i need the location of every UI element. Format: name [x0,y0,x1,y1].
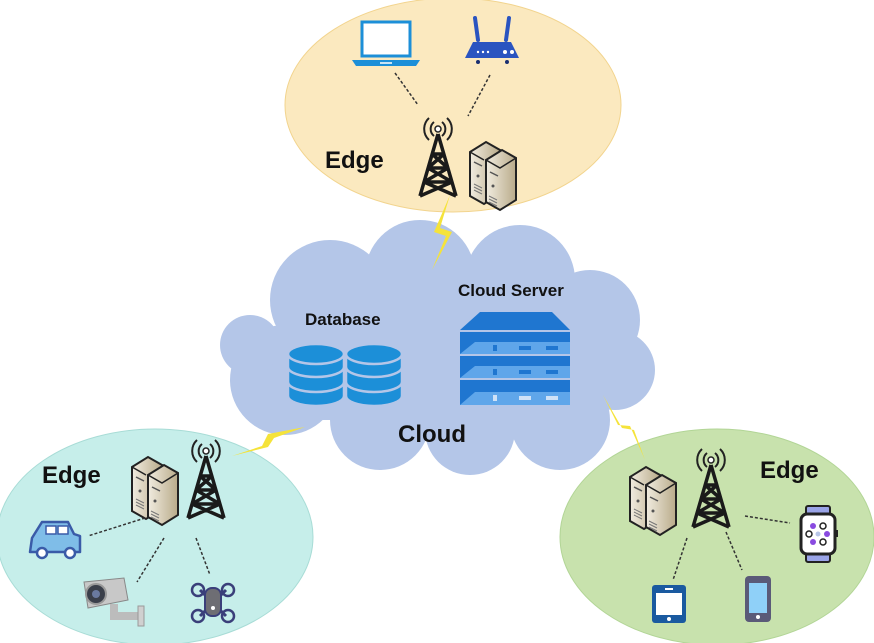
database-label: Database [305,310,381,329]
connection-line [136,537,165,583]
connection-line [467,74,491,117]
wifi-router-icon [465,16,519,64]
laptop-icon [352,20,420,66]
connection-line [394,72,419,106]
connection-line [195,537,211,576]
car-icon [28,520,82,560]
surveillance-camera-icon [83,577,145,627]
smartphone-icon [745,576,771,622]
server-rack-icon [460,312,570,405]
database-icon [286,342,404,408]
connection-line [744,515,791,524]
drone-icon [190,582,236,624]
cloud-server-label: Cloud Server [458,281,564,300]
wireless-link-left [232,427,305,456]
connection-line [672,537,688,581]
edge-label-right: Edge [760,457,819,484]
connection-line [725,531,743,571]
cloud-label: Cloud [398,421,466,448]
edge-label-top: Edge [325,147,384,174]
tablet-icon [652,585,686,623]
wireless-link-right [603,395,645,460]
smartwatch-icon [799,505,838,563]
wireless-link-top [432,195,452,270]
edge-label-left: Edge [42,462,101,489]
